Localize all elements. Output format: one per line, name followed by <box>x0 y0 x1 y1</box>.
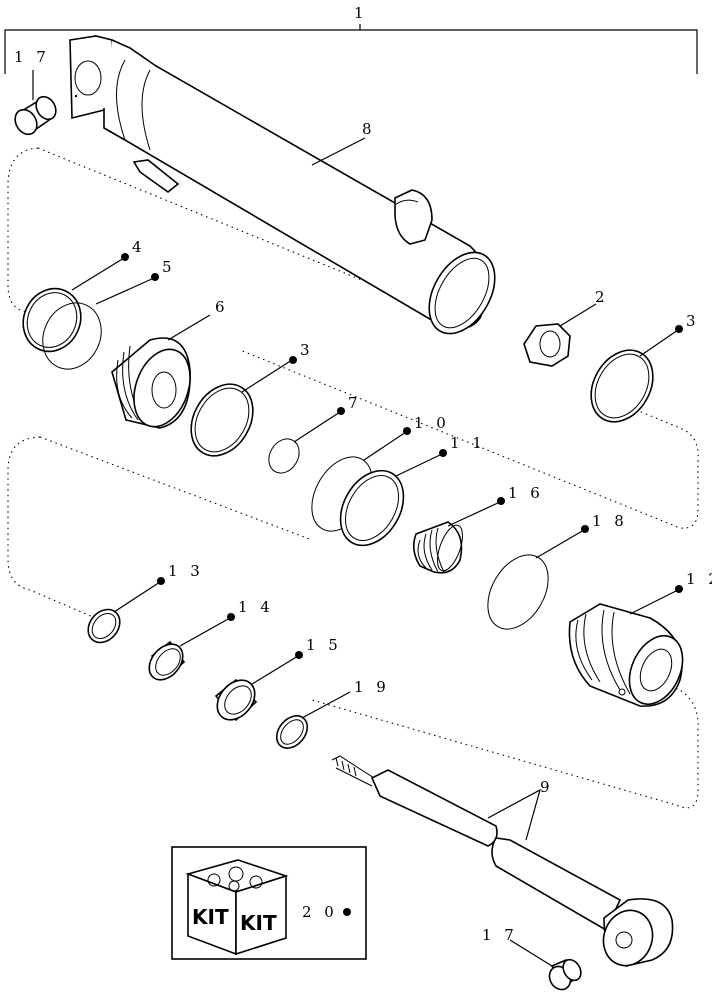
ring-18 <box>487 554 549 630</box>
label-2: 2 <box>595 288 609 306</box>
piston <box>111 337 191 429</box>
leader-13 <box>113 581 161 613</box>
leader-10 <box>363 431 407 461</box>
kit-label-right: KIT <box>240 911 277 935</box>
lower-group-outline <box>7 436 699 809</box>
gland <box>568 603 684 707</box>
cylinder-tube <box>69 35 496 335</box>
leader-6 <box>167 314 211 341</box>
leader-11 <box>395 453 443 477</box>
label-13: 1 3 <box>168 562 204 580</box>
label-19: 1 9 <box>354 678 390 696</box>
leader-2 <box>559 303 597 327</box>
label-14: 1 4 <box>238 598 274 616</box>
label-bushing-top: 1 7 <box>14 48 50 66</box>
bullet-marker-icon <box>497 497 505 505</box>
bullet-marker-icon <box>675 325 683 333</box>
label-tube: 8 <box>362 120 376 138</box>
label-3b: 3 <box>686 312 700 330</box>
bullet-marker-icon <box>227 613 235 621</box>
ring-13 <box>87 608 121 644</box>
bullet-marker-icon <box>289 356 297 364</box>
bullet-marker-icon <box>403 427 411 435</box>
leader-3b <box>639 329 679 357</box>
leader-18 <box>535 529 585 559</box>
ring-11 <box>339 469 405 547</box>
bushing-top <box>14 95 57 136</box>
leader-15 <box>251 655 299 685</box>
label-5: 5 <box>162 258 176 276</box>
leader-5 <box>95 277 155 305</box>
ring-15 <box>214 678 258 722</box>
label-7: 7 <box>348 394 362 412</box>
o-ring-5 <box>42 302 102 370</box>
bullet-marker-icon <box>337 407 345 415</box>
kit-label-left: KIT <box>192 905 229 929</box>
bullet-marker-icon <box>675 585 683 593</box>
label-16: 1 6 <box>508 484 544 502</box>
o-ring-3-head <box>590 349 654 423</box>
bullet-marker-icon <box>439 449 447 457</box>
leader-rod <box>487 788 541 841</box>
bushing-bottom <box>548 958 582 991</box>
bullet-marker-icon <box>151 273 159 281</box>
label-bushing-bottom: 1 7 <box>482 926 518 944</box>
assembly-bracket <box>4 24 698 74</box>
bullet-marker-icon <box>295 651 303 659</box>
backup-ring <box>22 287 82 353</box>
kit-box-icon: KIT KIT <box>185 859 289 956</box>
label-11: 1 1 <box>450 434 486 452</box>
label-10: 1 0 <box>414 414 450 432</box>
leader-3a <box>241 359 293 393</box>
leader-14 <box>179 617 231 647</box>
leader-16 <box>447 501 501 527</box>
bullet-marker-icon <box>157 577 165 585</box>
wear-ring-16 <box>412 521 463 574</box>
label-rod: 9 <box>540 778 554 796</box>
leader-tube <box>311 137 366 166</box>
ring-19 <box>275 715 309 749</box>
bullet-marker-icon <box>343 908 351 916</box>
leader-4 <box>71 257 125 291</box>
o-ring-3-piston <box>190 383 254 457</box>
bullet-marker-icon <box>121 253 129 261</box>
ring-14 <box>148 640 186 681</box>
leader-bushing-bottom <box>509 939 553 967</box>
label-4: 4 <box>132 238 146 256</box>
label-3a: 3 <box>300 341 314 359</box>
leader-7 <box>293 411 341 443</box>
nut <box>523 323 571 367</box>
leader-12 <box>629 589 679 615</box>
label-assembly: 1 <box>354 4 368 22</box>
o-ring-7 <box>268 438 300 474</box>
leader-19 <box>301 691 351 719</box>
label-kit: 2 0 <box>302 903 338 921</box>
label-6: 6 <box>215 298 229 316</box>
bullet-marker-icon <box>581 525 589 533</box>
label-12: 1 2 <box>686 570 712 588</box>
piston-rod <box>331 755 674 967</box>
label-15: 1 5 <box>306 636 342 654</box>
label-18: 1 8 <box>592 512 628 530</box>
